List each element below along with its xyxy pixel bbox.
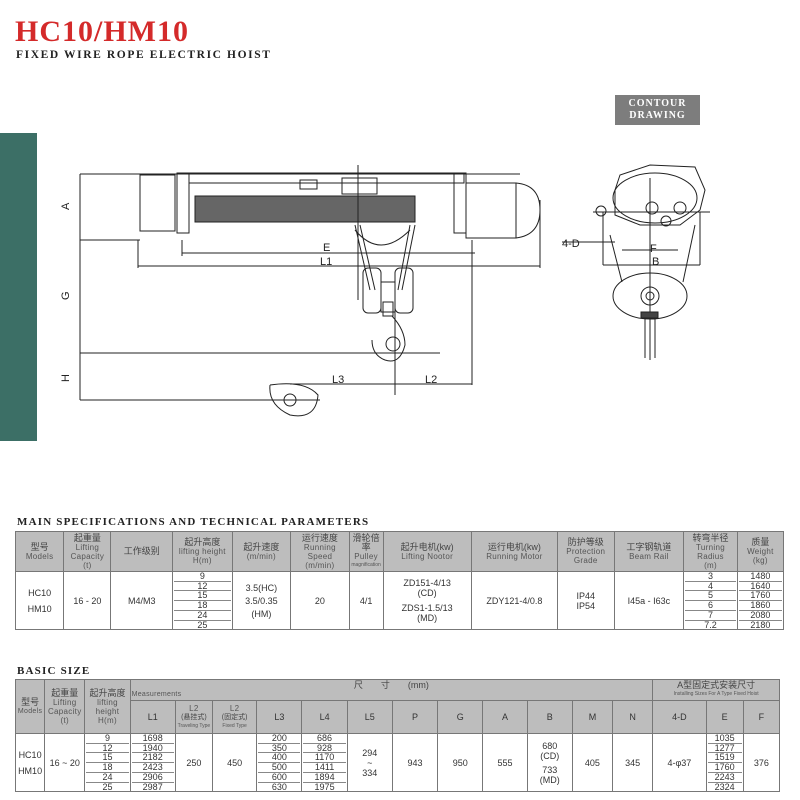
header-E: E [705, 700, 744, 734]
label-L2: L2 [425, 374, 437, 386]
header-run-motor: 运行电机(kw)Running Motor [470, 531, 559, 572]
header-P: P [391, 700, 439, 734]
header-L5: L5 [346, 700, 393, 734]
cell-work-class: M4/M3 [110, 570, 174, 631]
cell-4-D: 4-φ37 [652, 732, 707, 793]
cell-lift-motor: ZD151-4/13(CD)ZDS1-1.5/13(MD) [382, 570, 472, 631]
cell-G: 950 [437, 732, 484, 793]
header-lift-speed: 起升速度(m/min) [231, 531, 292, 572]
cell-M: 405 [571, 732, 614, 793]
header-B: B [526, 700, 573, 734]
badge-line-1: CONTOUR [628, 98, 687, 109]
contour-drawing: A G H E L1 L3 L2 4-D F B [60, 164, 710, 417]
cell-capacity: 16 ~ 20 [44, 732, 86, 793]
header-work-class: 工作级别 [110, 531, 174, 572]
page-subtitle: FIXED WIRE ROPE ELECTRIC HOIST [16, 49, 272, 61]
header-lift-motor: 起升电机(kw)Lifting Nootor [382, 531, 472, 572]
label-A: A [60, 202, 72, 210]
label-4-D: 4-D [562, 238, 580, 250]
cell-L5: 294~334 [346, 732, 393, 793]
header-L4: L4 [301, 700, 348, 734]
cell-beam: I45a - I63c [613, 570, 685, 631]
main-specs-title: MAIN SPECIFICATIONS AND TECHNICAL PARAME… [17, 516, 370, 528]
decorative-side-bar [0, 133, 37, 441]
cell-A: 555 [482, 732, 528, 793]
header-L3: L3 [256, 700, 303, 734]
page-title: HC10/HM10 [15, 15, 189, 48]
header-measurements: 尺 寸 (mm)Measurements [129, 679, 654, 701]
cell-pulley: 4/1 [348, 570, 384, 631]
header-4-D: 4-D [652, 700, 707, 734]
header-G: G [437, 700, 484, 734]
cell-running-speed: 20 [290, 570, 350, 631]
header-A: A [482, 700, 528, 734]
cell-F: 376 [742, 732, 781, 793]
basic-size-title: BASIC SIZE [17, 665, 91, 677]
cell-P: 943 [391, 732, 439, 793]
cell-capacity: 16 - 20 [63, 570, 112, 631]
label-B: B [652, 256, 659, 268]
cell-lift-speed: 3.5(HC)3.5/0.35(HM) [231, 570, 292, 631]
header-M: M [571, 700, 614, 734]
label-H: H [60, 374, 72, 382]
header-L2-fixed: L2(固定式)Fixed Type [211, 700, 258, 734]
label-F: F [650, 243, 657, 255]
cell-run-motor: ZDY121-4/0.8 [470, 570, 559, 631]
label-E: E [323, 242, 330, 254]
header-F: F [742, 700, 781, 734]
label-G: G [60, 291, 72, 300]
cell-N: 345 [612, 732, 654, 793]
cell-B: 680(CD)733(MD) [526, 732, 573, 793]
cell-L2-fixed: 450 [211, 732, 258, 793]
header-L1: L1 [129, 700, 176, 734]
label-L3: L3 [332, 374, 344, 386]
badge-line-2: DRAWING [629, 110, 686, 121]
contour-drawing-badge: CONTOUR DRAWING [615, 95, 700, 125]
label-L1: L1 [320, 256, 332, 268]
header-L2-traveling: L2(悬挂式)Traveling Type [174, 700, 214, 734]
header-N: N [612, 700, 654, 734]
cell-L2-traveling: 250 [174, 732, 214, 793]
